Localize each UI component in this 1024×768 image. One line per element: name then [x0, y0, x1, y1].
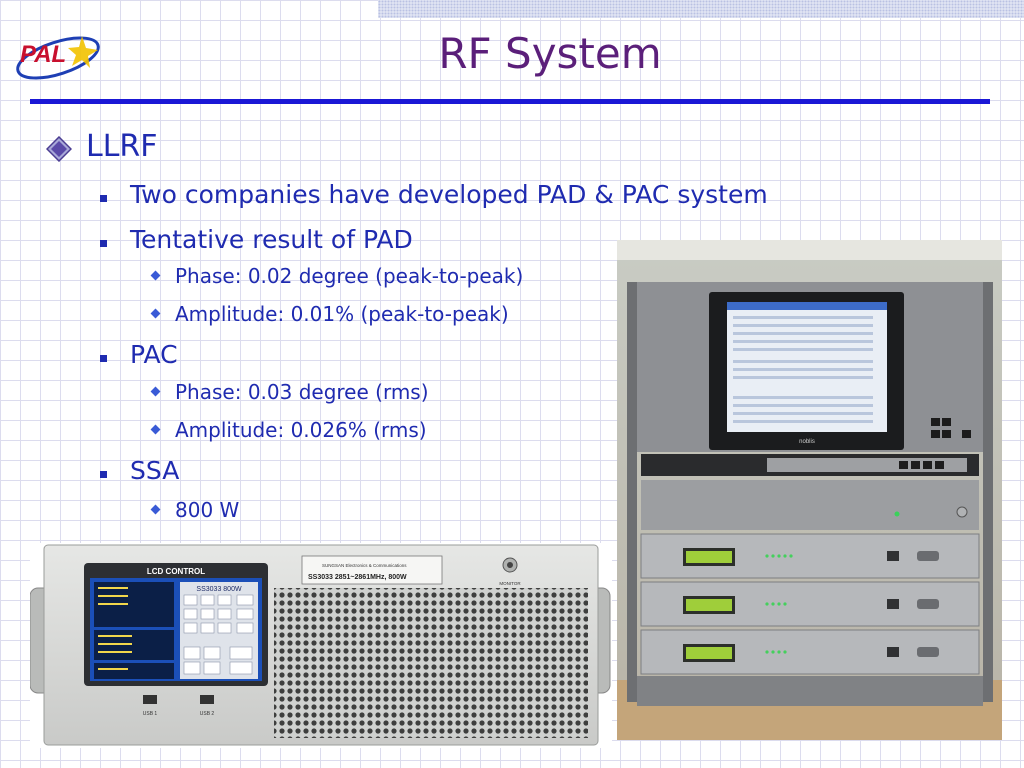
diamond-subbullet-icon — [150, 386, 161, 397]
bullet-pac: PAC — [130, 340, 178, 369]
slide-title: RF System — [438, 29, 662, 78]
bullet-companies: Two companies have developed PAD & PAC s… — [130, 180, 768, 209]
monitor-brand: noblis — [799, 439, 815, 445]
ssa-model-label: SS3033 800W — [196, 586, 242, 593]
ssa-front-panel-photo: LCD CONTROL SS3033 800W USB 1 USB 2 SUNG… — [30, 543, 612, 748]
maker-label: SUNGSAN Electronics & Communications — [322, 563, 407, 568]
square-bullet-icon — [100, 195, 107, 202]
top-decorative-band — [378, 0, 1024, 18]
bullet-pac-amplitude: Amplitude: 0.026% (rms) — [175, 418, 427, 442]
model-line-label: SS3033 2851~2861MHz, 800W — [308, 574, 407, 581]
logo-text: PAL — [20, 41, 66, 68]
bullet-pad-amplitude: Amplitude: 0.01% (peak-to-peak) — [175, 302, 509, 326]
square-bullet-icon — [100, 471, 107, 478]
diamond-subbullet-icon — [150, 424, 161, 435]
diamond-bullet-icon — [46, 136, 72, 162]
bullet-ssa: SSA — [130, 456, 180, 485]
title-underline — [30, 99, 990, 104]
diamond-subbullet-icon — [150, 504, 161, 515]
usb1-label: USB 1 — [143, 711, 158, 717]
square-bullet-icon — [100, 240, 107, 247]
bullet-pac-phase: Phase: 0.03 degree (rms) — [175, 380, 429, 404]
bullet-pad-phase: Phase: 0.02 degree (peak-to-peak) — [175, 264, 524, 288]
bullet-llrf: LLRF — [86, 129, 158, 164]
diamond-subbullet-icon — [150, 270, 161, 281]
square-bullet-icon — [100, 355, 107, 362]
lcd-title: LCD CONTROL — [147, 567, 205, 576]
llrf-rack-photo: noblis — [617, 240, 1002, 740]
diamond-subbullet-icon — [150, 308, 161, 319]
usb2-label: USB 2 — [200, 711, 215, 717]
bullet-pad-result: Tentative result of PAD — [130, 225, 413, 254]
pal-logo: PAL — [16, 36, 100, 80]
bullet-ssa-power: 800 W — [175, 498, 240, 522]
monitor-label: MONITOR — [499, 581, 521, 586]
